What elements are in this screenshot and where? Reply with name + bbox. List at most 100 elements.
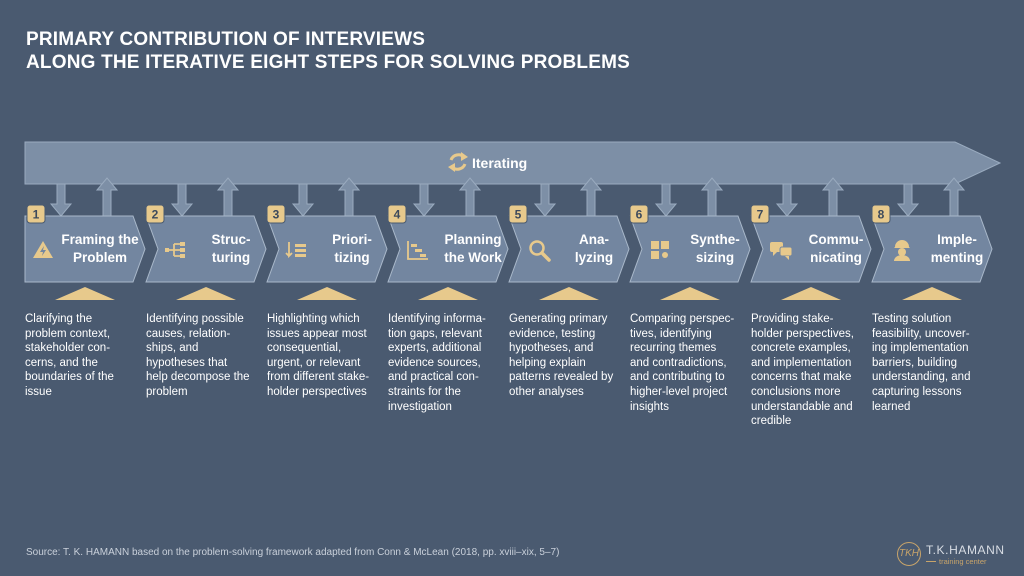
description-line: helping explain	[509, 356, 586, 369]
step-number-badge	[387, 204, 407, 224]
step-number-badge	[145, 204, 165, 224]
step-chevron	[24, 215, 146, 283]
description-step-6: Comparing perspec-tives, identifying recu…	[630, 312, 748, 414]
description-line: investigation	[388, 400, 452, 413]
description-line: problem	[146, 385, 188, 398]
chat-bubbles-icon	[770, 242, 793, 260]
magnifier-icon	[529, 240, 551, 262]
description-line: ships, and	[146, 342, 199, 355]
step-chevron	[871, 215, 993, 283]
description-line: tives, identifying	[630, 327, 712, 340]
description-line: cerns, and the	[25, 356, 98, 369]
up-arrow	[216, 177, 240, 217]
gantt-chart-icon	[407, 241, 428, 260]
description-line: straints for the	[388, 385, 461, 398]
pointer-triangle	[55, 287, 115, 300]
iterating-label: Iterating	[472, 155, 527, 171]
description-line: evidence sources,	[388, 356, 481, 369]
description-line: other analyses	[509, 385, 584, 398]
step-number-badge	[750, 204, 770, 224]
description-line: patterns revealed by	[509, 371, 614, 384]
priority-list-icon	[285, 242, 306, 259]
description-line: Providing stake-	[751, 313, 834, 325]
description-line: and practical con-	[388, 371, 479, 384]
down-arrow	[291, 183, 315, 217]
description-line: from different stake-	[267, 371, 370, 384]
logo-tagline: training center	[939, 557, 987, 566]
description-line: recurring themes	[630, 342, 717, 355]
description-line: boundaries of the	[25, 371, 114, 384]
description-line: issue	[25, 385, 52, 398]
step-title-line-1: Imple-	[937, 232, 977, 247]
description-line: evidence, testing	[509, 327, 596, 340]
step-chevron	[266, 215, 388, 283]
step-number-badge	[26, 204, 46, 224]
description-line: causes, relation-	[146, 327, 231, 340]
step-title-line-2: Problem	[73, 250, 127, 265]
step-number: 4	[394, 208, 401, 222]
step-chevron	[387, 215, 509, 283]
step-number: 8	[878, 208, 885, 222]
description-line: Testing solution	[872, 313, 952, 325]
description-line: understandable and	[751, 400, 853, 413]
description-line: hypotheses that	[146, 356, 228, 369]
iteration-band	[24, 141, 1002, 185]
step-chevron	[145, 215, 267, 283]
pointer-triangle	[418, 287, 478, 300]
step-title-line-2: sizing	[696, 250, 734, 265]
description-line: help decompose the	[146, 371, 250, 384]
down-arrow	[533, 183, 557, 217]
description-line: credible	[751, 415, 792, 428]
description-step-7: Providing stake-holder perspectives, conc…	[751, 312, 869, 429]
down-arrow	[412, 183, 436, 217]
up-arrow	[458, 177, 482, 217]
description-line: holder perspectives,	[751, 327, 854, 340]
description-line: consequential,	[267, 342, 342, 355]
step-number: 6	[636, 208, 643, 222]
description-line: insights	[630, 400, 669, 413]
step-number: 7	[757, 208, 764, 222]
pointer-triangle	[902, 287, 962, 300]
step-title-line-2: the Work	[444, 250, 502, 265]
pointer-triangle	[781, 287, 841, 300]
title-line-1: PRIMARY CONTRIBUTION OF INTERVIEWS	[26, 29, 426, 50]
description-line: learned	[872, 400, 911, 413]
logo-rule	[926, 561, 936, 562]
logo-name: T.K.HAMANN	[926, 543, 1005, 557]
step-title-line-1: Synthe-	[690, 232, 740, 247]
down-arrow	[775, 183, 799, 217]
step-number-badge	[629, 204, 649, 224]
step-number: 5	[515, 208, 522, 222]
down-arrow	[170, 183, 194, 217]
description-line: holder perspectives	[267, 385, 367, 398]
description-line: experts, additional	[388, 342, 482, 355]
description-line: and contributing to	[630, 371, 725, 384]
step-number: 3	[273, 208, 280, 222]
up-arrow	[337, 177, 361, 217]
step-number-badge	[871, 204, 891, 224]
description-line: urgent, or relevant	[267, 356, 361, 369]
pointer-triangle	[660, 287, 720, 300]
step-title-line-1: Framing the	[61, 232, 139, 247]
title-line-2: ALONG THE ITERATIVE EIGHT STEPS FOR SOLV…	[26, 52, 631, 73]
description-line: feasibility, uncover-	[872, 327, 970, 340]
description-line: Comparing perspec-	[630, 313, 735, 325]
description-line: Highlighting which	[267, 313, 360, 325]
worker-icon	[894, 240, 910, 261]
step-number-badge	[508, 204, 528, 224]
step-title-line-1: Priori-	[332, 232, 372, 247]
description-step-2: Identifying possible causes, relation-shi…	[146, 312, 264, 400]
step-number-badge	[266, 204, 286, 224]
description-line: Identifying possible	[146, 313, 244, 325]
description-line: conclusions more	[751, 385, 841, 398]
